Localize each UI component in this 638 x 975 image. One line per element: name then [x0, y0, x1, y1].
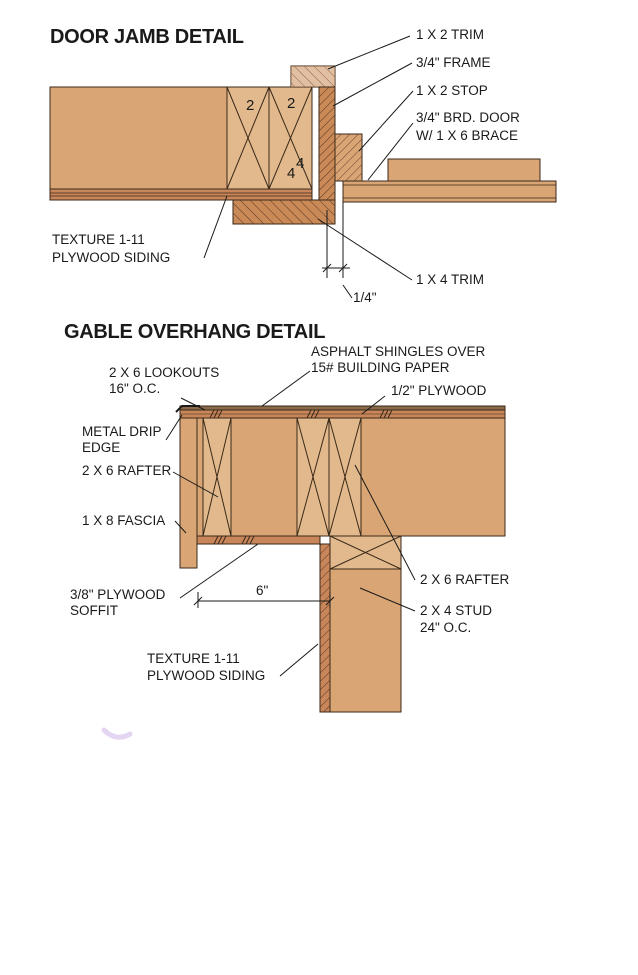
label-lookouts-line1: 2 X 6 LOOKOUTS: [109, 365, 219, 380]
label-gable-siding-line2: PLYWOOD SIDING: [147, 668, 265, 683]
label-stop: 1 X 2 STOP: [416, 83, 488, 98]
label-stud-line2: 24" O.C.: [420, 620, 471, 635]
label-overhang: 6": [256, 583, 269, 598]
label-rafter-left: 2 X 6 RAFTER: [82, 463, 172, 478]
gable-title: GABLE OVERHANG DETAIL: [64, 321, 325, 343]
door-jamb-detail: DOOR JAMB DETAIL 2 2 4 4: [49, 26, 557, 305]
jamb-gap-label: 1/4": [353, 290, 377, 305]
soffit-board: [196, 535, 321, 545]
fascia-board: [179, 417, 198, 569]
label-shingles-line2: 15# BUILDING PAPER: [311, 360, 450, 375]
label-trim-1x2: 1 X 2 TRIM: [416, 27, 484, 42]
roof-shingles: [179, 405, 506, 411]
drip-edge: [175, 405, 200, 413]
post-mark-d: 4: [296, 155, 304, 172]
label-frame: 3/4" FRAME: [416, 55, 491, 70]
post-mark-b: 2: [287, 95, 295, 112]
door-brace: [387, 158, 541, 182]
faint-mark: [101, 727, 133, 740]
label-trim-1x4: 1 X 4 TRIM: [416, 272, 484, 287]
label-soffit-line1: 3/8" PLYWOOD: [70, 587, 166, 602]
jamb-siding-strip: [49, 188, 313, 201]
door-jamb-title: DOOR JAMB DETAIL: [50, 26, 244, 48]
gable-overhang-detail: GABLE OVERHANG DETAIL: [64, 321, 510, 713]
label-drip-line2: EDGE: [82, 440, 120, 455]
label-rafter-right: 2 X 6 RAFTER: [420, 572, 510, 587]
label-jamb-siding-line2: PLYWOOD SIDING: [52, 250, 170, 265]
label-jamb-siding-line1: TEXTURE 1-11: [52, 232, 145, 247]
door-leaf: [342, 180, 557, 203]
label-gable-siding-line1: TEXTURE 1-11: [147, 651, 240, 666]
label-stud-line1: 2 X 4 STUD: [420, 603, 492, 618]
label-soffit-line2: SOFFIT: [70, 603, 118, 618]
post-mark-c: 4: [287, 165, 295, 182]
label-door-line1: 3/4" BRD. DOOR: [416, 110, 520, 125]
label-drip-line1: METAL DRIP: [82, 424, 162, 439]
label-lookouts-line2: 16" O.C.: [109, 381, 160, 396]
post-mark-a: 2: [246, 97, 254, 114]
wall-stud: [329, 568, 402, 713]
label-shingles-line1: ASPHALT SHINGLES OVER: [311, 344, 486, 359]
label-plywood: 1/2" PLYWOOD: [391, 383, 487, 398]
label-door-line2: W/ 1 X 6 BRACE: [416, 128, 518, 143]
label-fascia: 1 X 8 FASCIA: [82, 513, 165, 528]
